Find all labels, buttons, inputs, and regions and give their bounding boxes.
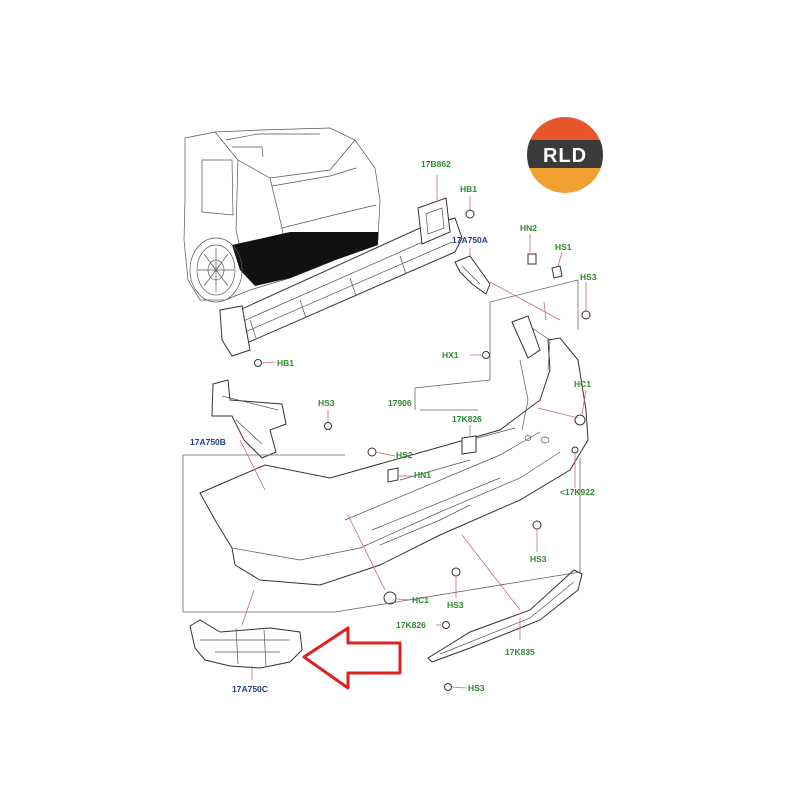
lower-trim-strip (427, 569, 583, 663)
label-hn2: HN2 (520, 223, 537, 233)
label-hs3-right: HS3 (580, 272, 597, 282)
vehicle-outline (183, 127, 381, 303)
label-hs3-lower-right: HS3 (530, 554, 547, 564)
label-hx1: HX1 (442, 350, 459, 360)
bracket-17a750a (454, 255, 491, 295)
left-arrow-icon (302, 626, 402, 690)
label-hs1: HS1 (555, 242, 572, 252)
label-17b862: 17B862 (421, 159, 451, 169)
label-hb1-top: HB1 (460, 184, 477, 194)
rld-logo: RLD (527, 117, 603, 193)
label-hs3-bottom: HS3 (447, 600, 464, 610)
label-hs2: HS2 (396, 450, 413, 460)
label-17k922: <17K922 (560, 487, 595, 497)
label-hb1-bottom: HB1 (277, 358, 294, 368)
label-hc1-right: HC1 (574, 379, 591, 389)
part-labels: 17B862 HB1 17A750A HN2 HS1 HS3 HB1 HX1 H… (190, 159, 597, 694)
rear-bumper-highlight (232, 232, 378, 286)
bumper-beam (219, 197, 463, 357)
label-hn1: HN1 (414, 470, 431, 480)
bumper-cover (199, 315, 589, 586)
label-hs3-last: HS3 (468, 683, 485, 693)
label-17a750c: 17A750C (232, 684, 268, 694)
logo-text: RLD (543, 145, 587, 167)
label-17k826-bottom: 17K826 (396, 620, 426, 630)
label-17a750a: 17A750A (452, 235, 488, 245)
label-17a750b: 17A750B (190, 437, 226, 447)
label-hc1-bottom: HC1 (412, 595, 429, 605)
grouping-lines (182, 279, 581, 613)
label-17k835: 17K835 (505, 647, 535, 657)
label-17906: 17906 (388, 398, 412, 408)
bracket-17a750b (211, 379, 287, 459)
fasteners (254, 209, 591, 691)
label-hs3-mid: HS3 (318, 398, 335, 408)
undertray-17a750c (189, 619, 303, 669)
label-17k826-mid: 17K826 (452, 414, 482, 424)
